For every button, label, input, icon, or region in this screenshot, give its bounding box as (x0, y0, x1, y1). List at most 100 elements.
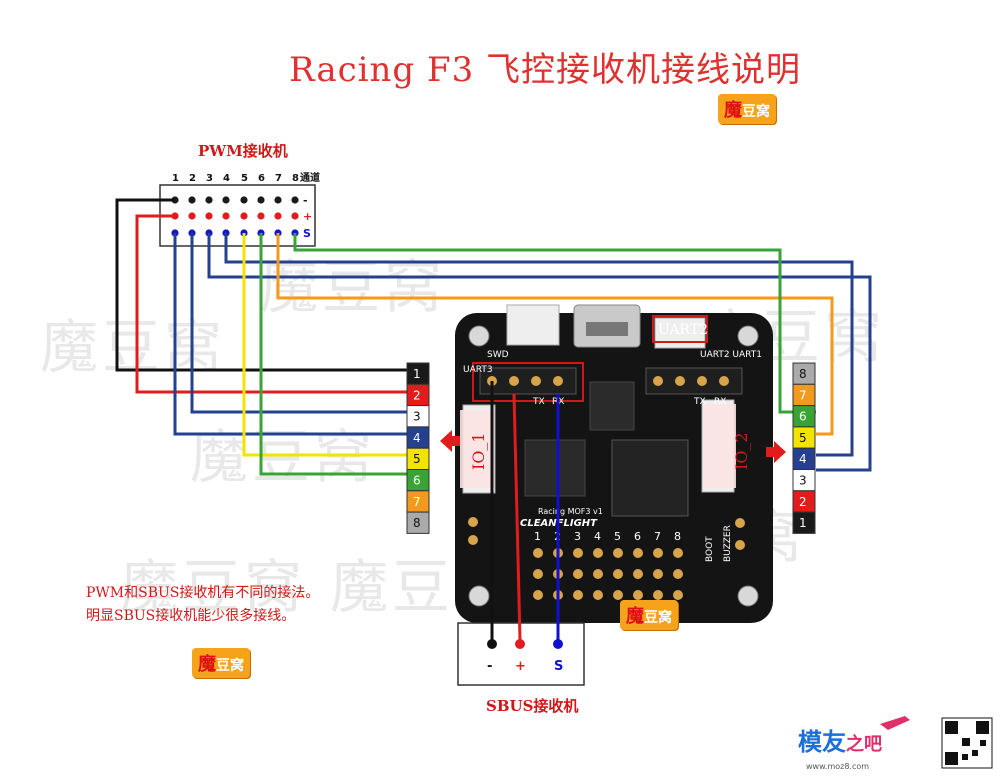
note-line-1: PWM和SBUS接收机有不同的接法。 (86, 585, 320, 601)
mount-hole (737, 585, 759, 607)
uart3-highlight (472, 362, 584, 402)
wire-ch7 (276, 233, 834, 436)
qr-code (941, 717, 993, 769)
wire-ch4 (224, 233, 854, 457)
pin-number: 4 (413, 431, 421, 445)
silk-tx: TX (532, 397, 545, 407)
sbus-pin-label-signal: S (554, 659, 563, 674)
pin-number: 1 (413, 367, 421, 381)
pwm-pin (291, 196, 299, 204)
watermark: 魔豆窝 (260, 253, 447, 321)
wire-ch1 (173, 233, 407, 436)
pwm-row-label: S (303, 227, 311, 240)
mcu-chip (611, 439, 689, 517)
pin-number: 6 (799, 410, 807, 424)
silk-model: Racing MOF3 v1 (538, 507, 603, 516)
sbus-receiver-label: SBUS接收机 (486, 697, 579, 715)
pwm-pin (188, 196, 196, 204)
sbus-pin-label-vcc: + (515, 659, 526, 674)
page-title: Racing F3 飞控接收机接线说明 (288, 50, 802, 90)
pwm-channel-header: 1 (172, 173, 179, 184)
wire-ch2 (190, 233, 407, 414)
io1-pin-strip: 1 2 3 4 5 6 7 8 (406, 362, 430, 534)
mount-hole (468, 585, 490, 607)
mount-hole (737, 325, 759, 347)
pwm-row-label: - (303, 194, 308, 207)
pwm-channel-header: 5 (241, 173, 248, 184)
pin-number: 7 (799, 388, 807, 402)
pin-number: 2 (413, 388, 421, 402)
pin-number: 8 (799, 367, 807, 381)
wire-ch3 (207, 233, 872, 472)
silk-pin-number: 6 (634, 530, 641, 543)
pin-number: 2 (799, 495, 807, 509)
io1-tag-box (460, 410, 494, 488)
pin-number: 1 (799, 516, 807, 530)
silk-buzzer: BUZZER (723, 525, 733, 562)
pin-number: 8 (413, 516, 421, 530)
pin-number: 3 (413, 410, 421, 424)
pwm-pin (291, 212, 299, 220)
sbus-pin-label-gnd: - (487, 659, 492, 674)
silk-uart2-uart1: UART2 UART1 (700, 350, 762, 360)
silk-swd: SWD (487, 350, 509, 360)
io2-pin-strip: 8 7 6 5 4 3 2 1 (792, 362, 816, 534)
pin-number: 5 (799, 431, 807, 445)
pin-cell (406, 511, 430, 534)
pwm-receiver-label: PWM接收机 (198, 142, 288, 160)
silk-pin-number: 1 (534, 530, 541, 543)
io2-tag-box (704, 404, 736, 488)
site-logo: 模友之吧 (798, 728, 882, 756)
pwm-pin (240, 212, 248, 220)
pin-number: 3 (799, 474, 807, 488)
pin-number: 6 (413, 474, 421, 488)
pwm-pin (257, 196, 265, 204)
silk-rx-2: RX (714, 397, 726, 407)
pwm-channel-header: 8 (292, 173, 299, 184)
watermark: 魔豆窝 (120, 553, 307, 621)
arrow-left-icon (440, 430, 460, 452)
pwm-channel-header: 6 (258, 173, 265, 184)
pin-number: 7 (413, 495, 421, 509)
pwm-pin (205, 212, 213, 220)
wire-ch6 (259, 233, 407, 476)
silk-pin-number: 3 (574, 530, 581, 543)
wire-vcc (135, 214, 407, 394)
pwm-pin (274, 212, 282, 220)
sbus-pin-vcc (515, 639, 525, 649)
pwm-pin (257, 212, 265, 220)
pwm-pin (274, 196, 282, 204)
mount-hole (468, 325, 490, 347)
pwm-pin (222, 212, 230, 220)
pin-number: 5 (413, 452, 421, 466)
silk-tx-2: TX (693, 397, 706, 407)
sbus-receiver: - + S (457, 381, 585, 686)
usb-uart-chip (589, 381, 635, 431)
io2-tag: IO_2 (732, 432, 751, 470)
site-url: www.moz8.com (806, 762, 870, 771)
silk-pin-number: 7 (654, 530, 661, 543)
pwm-wires (115, 198, 872, 476)
silk-boot: BOOT (705, 536, 715, 562)
io1-tag: IO_1 (469, 432, 488, 470)
wire-ch5 (242, 233, 407, 457)
swd-connector (506, 304, 560, 346)
pwm-channel-header: 通道 (300, 171, 320, 184)
pwm-pin (240, 196, 248, 204)
sbus-wire-vcc (512, 393, 522, 641)
pwm-channel-header: 3 (206, 173, 213, 184)
wire-ch8 (293, 233, 816, 414)
sbus-pin-signal (553, 639, 563, 649)
uart2-tag: UART2 (658, 322, 708, 338)
pwm-channel-header: 4 (223, 173, 230, 184)
silk-pin-number: 4 (594, 530, 601, 543)
pwm-pin (188, 212, 196, 220)
pin-number: 4 (799, 452, 807, 466)
sbus-pin-gnd (487, 639, 497, 649)
silk-pin-number: 5 (614, 530, 621, 543)
pin-cell (792, 511, 816, 534)
brand-logo-board: 魔豆窝 (620, 600, 678, 630)
plane-icon (880, 716, 910, 730)
